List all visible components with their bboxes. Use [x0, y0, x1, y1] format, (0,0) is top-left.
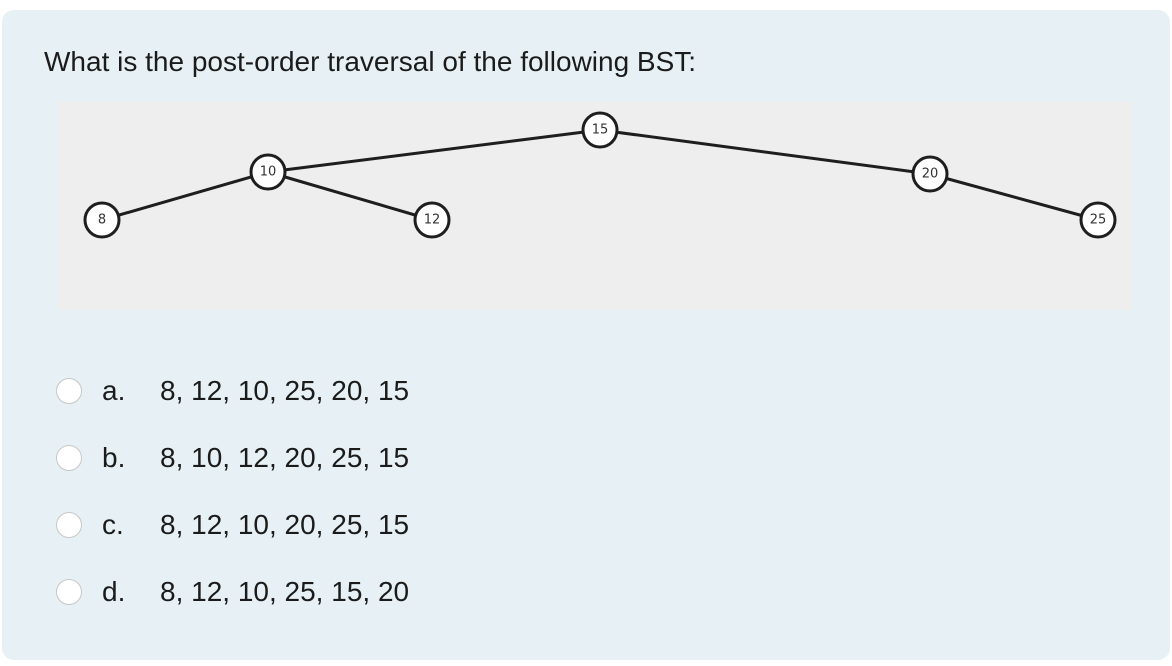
radio-button-d[interactable]: [56, 579, 82, 605]
tree-node-15: 15: [581, 111, 619, 149]
tree-node-8: 8: [83, 201, 121, 239]
option-letter-c: c.: [102, 509, 124, 540]
option-letter-b: b.: [102, 442, 126, 473]
tree-node-10: 10: [249, 153, 287, 191]
node-label-25: 25: [1090, 213, 1107, 228]
tree-node-20: 20: [911, 155, 949, 193]
edge-10-8: [101, 170, 269, 222]
option-letter-d: d.: [102, 576, 126, 607]
option-d[interactable]: d. 8, 12, 10, 25, 15, 20: [56, 573, 656, 611]
radio-button-a[interactable]: [56, 378, 82, 404]
question-text: What is the post-order traversal of the …: [44, 46, 697, 77]
bst-diagram: 15 10 20 8 12 25: [58, 102, 1132, 310]
option-letter-a: a.: [102, 375, 126, 406]
option-text-a: 8, 12, 10, 25, 20, 15: [160, 375, 410, 406]
node-label-20: 20: [922, 167, 939, 182]
edge-10-12: [267, 170, 433, 222]
tree-node-25: 25: [1079, 201, 1117, 239]
question-card: What is the post-order traversal of the …: [2, 10, 1170, 660]
edge-20-25: [929, 172, 1099, 222]
edge-15-20: [599, 128, 931, 176]
option-a[interactable]: a. 8, 12, 10, 25, 20, 15: [56, 372, 656, 410]
option-c[interactable]: c. 8, 12, 10, 20, 25, 15: [56, 506, 656, 544]
bst-svg: 15 10 20 8 12 25: [83, 111, 1117, 239]
answer-options: a. 8, 12, 10, 25, 20, 15 b. 8, 10, 12, 2…: [56, 372, 656, 640]
radio-button-c[interactable]: [56, 512, 82, 538]
tree-node-12: 12: [413, 201, 451, 239]
option-text-c: 8, 12, 10, 20, 25, 15: [160, 509, 410, 540]
node-label-10: 10: [260, 165, 277, 180]
edge-15-10: [267, 128, 601, 174]
option-b[interactable]: b. 8, 10, 12, 20, 25, 15: [56, 439, 656, 477]
option-text-b: 8, 10, 12, 20, 25, 15: [160, 442, 410, 473]
node-label-8: 8: [98, 213, 106, 228]
node-label-15: 15: [592, 123, 609, 138]
radio-button-b[interactable]: [56, 445, 82, 471]
option-text-d: 8, 12, 10, 25, 15, 20: [160, 576, 410, 607]
node-label-12: 12: [424, 213, 441, 228]
